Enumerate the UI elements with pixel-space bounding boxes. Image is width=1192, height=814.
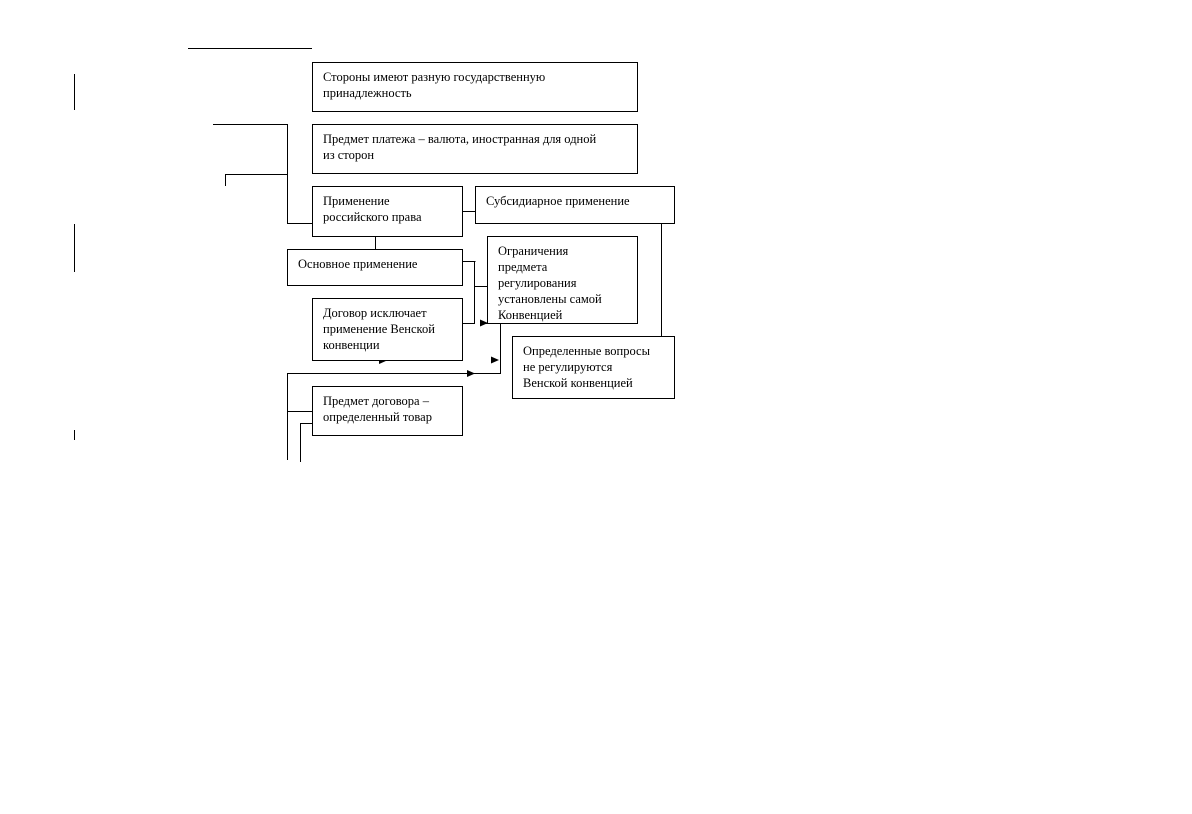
box-unregulated-questions: Определенные вопросы не регулируются Вен… [512, 336, 675, 399]
arrowhead [467, 370, 475, 377]
box-subsidiary-application: Субсидиарное применение [475, 186, 675, 224]
box-different-nationality: Стороны имеют разную государственную при… [312, 62, 638, 112]
box-contract-excludes-convention: Договор исключает применение Венской кон… [312, 298, 463, 361]
box-russian-law-application: Применение российского права [312, 186, 463, 237]
box-convention-restrictions: Ограничения предмета регулирования устан… [487, 236, 638, 324]
box-main-application: Основное применение [287, 249, 463, 286]
box-foreign-currency: Предмет платежа – валюта, иностранная дл… [312, 124, 638, 174]
arrowhead [491, 356, 499, 364]
arrowhead [480, 319, 488, 327]
box-subject-specific-goods: Предмет договора – определенный товар [312, 386, 463, 436]
